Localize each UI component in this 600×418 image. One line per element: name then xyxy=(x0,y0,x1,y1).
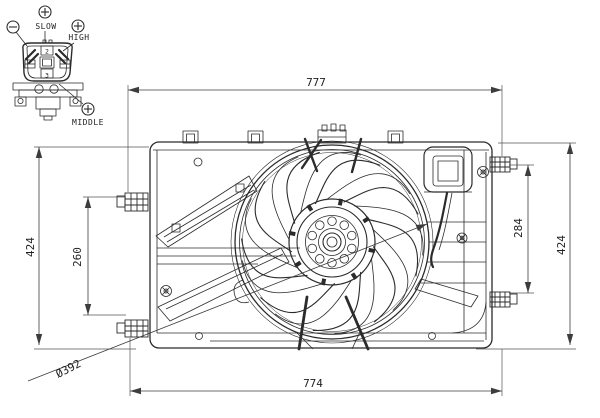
connector-shell-outline xyxy=(22,42,73,82)
bracket-upper-right xyxy=(489,156,518,173)
motor-connector-housing xyxy=(423,146,473,193)
speed-label-slow: SLOW xyxy=(35,22,56,31)
hub-bolt-holes xyxy=(306,216,358,268)
pin-label-2: 2 xyxy=(45,48,49,56)
fan-blades xyxy=(227,133,443,352)
dim-inner-right: 284 xyxy=(512,218,525,238)
screw-mid-right xyxy=(456,232,468,244)
wire-harness xyxy=(430,191,453,269)
motor-hub xyxy=(286,196,378,288)
connector-pins xyxy=(24,39,71,79)
plus-icon-high xyxy=(71,19,85,33)
screw-lower-left xyxy=(160,285,172,297)
speed-label-middle: MIDDLE xyxy=(72,118,104,127)
plus-icon-middle xyxy=(81,102,95,116)
connector-pinout-detail: 2 3 xyxy=(6,5,104,127)
brace-lower-left xyxy=(157,247,290,322)
ring-mounting-legs xyxy=(295,137,370,351)
fan-shroud-drawing xyxy=(116,123,518,352)
connector-leader-lines xyxy=(15,31,84,105)
right-ribs xyxy=(414,221,487,334)
dimension-annotations: 777 774 424 260 284 424 Ø392 xyxy=(24,76,576,396)
brace-upper-left xyxy=(155,175,258,248)
extension-lines xyxy=(34,85,576,396)
dim-inner-left: 260 xyxy=(71,247,84,267)
dim-fan-diameter: Ø392 xyxy=(54,357,84,381)
plus-icon-slow xyxy=(38,5,52,19)
screw-top-right xyxy=(477,166,489,178)
pin-label-3: 3 xyxy=(45,72,49,80)
dim-width-bottom: 774 xyxy=(303,377,323,390)
dim-width-top: 777 xyxy=(306,76,326,89)
connector-mounting-base xyxy=(12,82,84,121)
minus-icon xyxy=(6,20,20,34)
top-mounting-tabs xyxy=(182,123,404,144)
bracket-upper-left xyxy=(116,192,149,212)
dim-height-left: 424 xyxy=(24,237,37,257)
speed-label-high: HIGH xyxy=(68,33,89,42)
connector-shell-inner xyxy=(26,45,69,79)
dim-height-right: 424 xyxy=(555,235,568,255)
bracket-lower-right xyxy=(489,291,518,308)
bracket-lower-left xyxy=(116,319,149,338)
leader-fan-diameter xyxy=(27,223,428,382)
fan-ring xyxy=(230,140,434,344)
connector-keying-wedges xyxy=(24,48,70,65)
small-holes xyxy=(193,157,436,340)
